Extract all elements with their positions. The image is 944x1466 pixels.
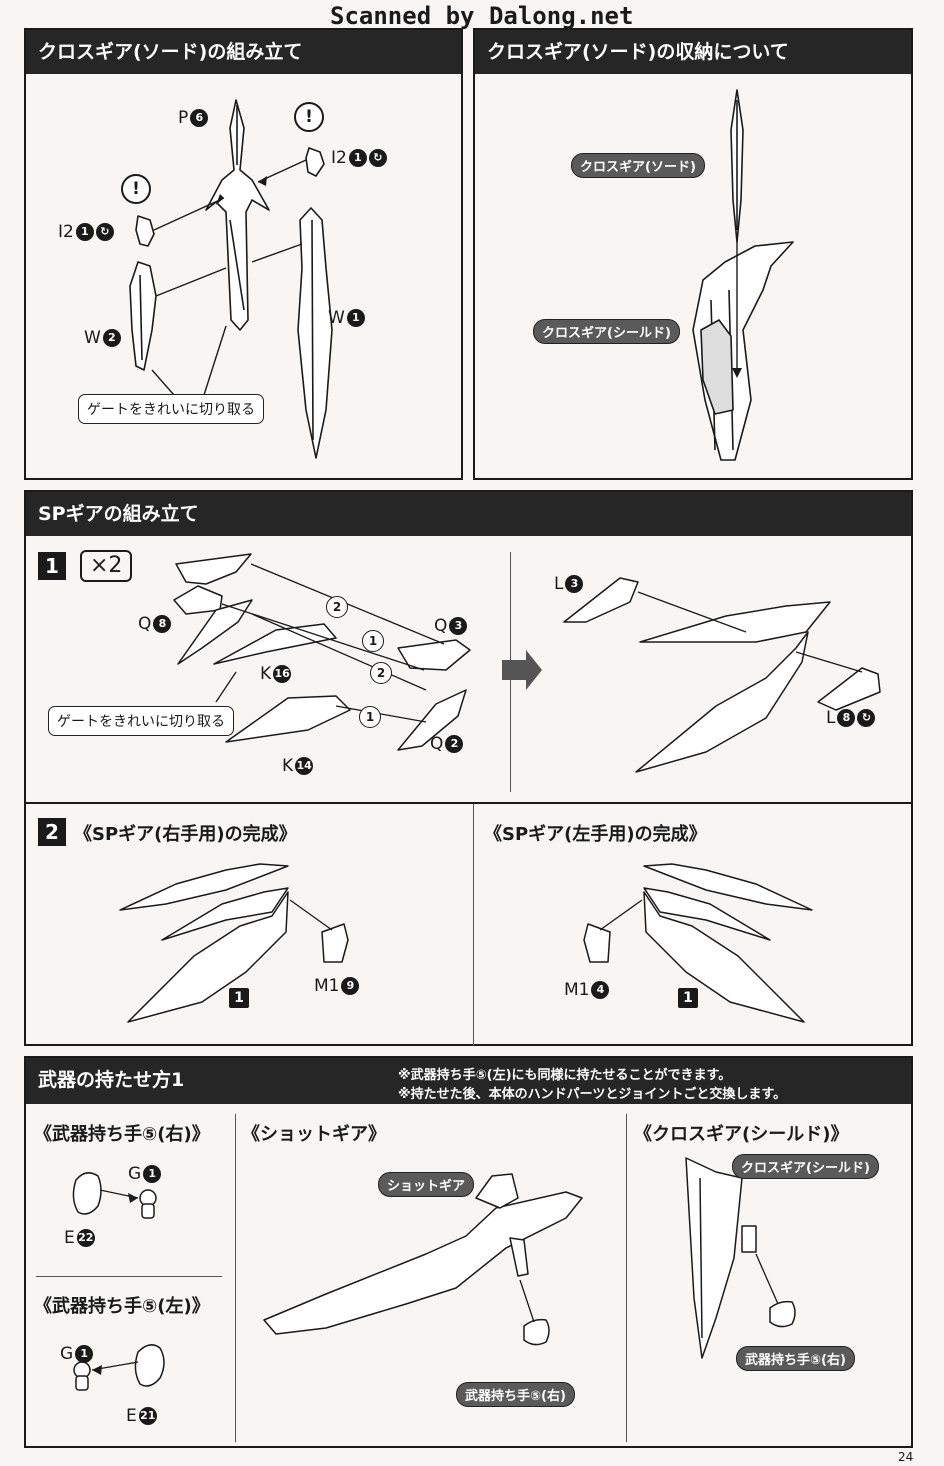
- sp-gear-panel: SPギアの組み立て 1 ×2: [24, 490, 913, 1046]
- sword-assembly-diagram: [129, 99, 333, 459]
- step-divider: [26, 802, 911, 804]
- order-marker-d: 1: [359, 706, 381, 728]
- weapon-hold-panel: 武器の持たせ方1 ※武器持ち手⑤(左)にも同様に持たせることができます。 ※持た…: [24, 1056, 913, 1448]
- page-number: 24: [898, 1450, 914, 1464]
- rotate-icon: ↻: [95, 223, 114, 241]
- ref-step1-right: 1: [229, 988, 249, 1008]
- sp-gear-header: SPギアの組み立て: [26, 492, 911, 536]
- sword-storage-diagram: [692, 89, 794, 461]
- order-marker-b: 1: [362, 630, 384, 652]
- hand-row-divider: [36, 1276, 222, 1277]
- sp-gear-right-title: 《SPギア(右手用)の完成》: [74, 824, 297, 845]
- label-shot-gear-hand: 武器持ち手⑤(右): [456, 1382, 575, 1407]
- multiplier-badge: ×2: [80, 550, 133, 582]
- rotate-icon: ↻: [368, 149, 387, 167]
- caution-mark-left: !: [121, 174, 151, 204]
- sword-assembly-panel: クロスギア(ソード)の組み立て: [24, 28, 463, 480]
- right-hand-title: 《武器持ち手⑤(右)》: [34, 1124, 210, 1145]
- weapon-hold-header: 武器の持たせ方1: [26, 1058, 911, 1104]
- sp-gate-note-box: ゲートをきれいに切り取る: [48, 706, 234, 736]
- weapon-hold-diagram: [72, 1157, 796, 1391]
- step2-vertical-divider: [473, 804, 474, 1046]
- weapon-note-2: ※持たせた後、本体のハンドパーツとジョイントごと交換します。: [398, 1087, 787, 1102]
- cross-shield-title: 《クロスギア(シールド)》: [634, 1124, 849, 1145]
- sp-gear-diagram: [119, 553, 881, 1023]
- gate-note-box: ゲートをきれいに切り取る: [78, 394, 264, 424]
- step-1-badge: 1: [38, 552, 66, 580]
- order-marker-a: 2: [326, 596, 348, 618]
- step-2-badge: 2: [38, 818, 66, 846]
- order-marker-c: 2: [370, 662, 392, 684]
- ref-step1-left: 1: [678, 988, 698, 1008]
- label-cross-gear-sword: クロスギア(ソード): [571, 153, 705, 178]
- label-shot-gear: ショットギア: [378, 1172, 475, 1197]
- label-cross-gear-shield: クロスギア(シールド): [533, 319, 680, 344]
- caution-mark-top: !: [294, 102, 324, 132]
- shot-col-divider: [626, 1114, 627, 1442]
- left-hand-title: 《武器持ち手⑤(左)》: [34, 1296, 210, 1317]
- shot-gear-title: 《ショットギア》: [242, 1124, 386, 1145]
- sword-storage-panel: クロスギア(ソード)の収納について クロスギア(ソード) クロスギア(シールド): [473, 28, 913, 480]
- sp-gear-left-title: 《SPギア(左手用)の完成》: [484, 824, 707, 845]
- hand-col-divider: [235, 1114, 236, 1442]
- sword-storage-header: クロスギア(ソード)の収納について: [475, 30, 911, 74]
- rotate-icon: ↻: [857, 709, 876, 727]
- sword-assembly-header: クロスギア(ソード)の組み立て: [26, 30, 461, 74]
- label-cross-shield-hand: 武器持ち手⑤(右): [736, 1346, 855, 1371]
- weapon-note-1: ※武器持ち手⑤(左)にも同様に持たせることができます。: [398, 1068, 732, 1083]
- scan-watermark: Scanned by Dalong.net: [330, 2, 634, 30]
- label-cross-shield: クロスギア(シールド): [732, 1154, 879, 1179]
